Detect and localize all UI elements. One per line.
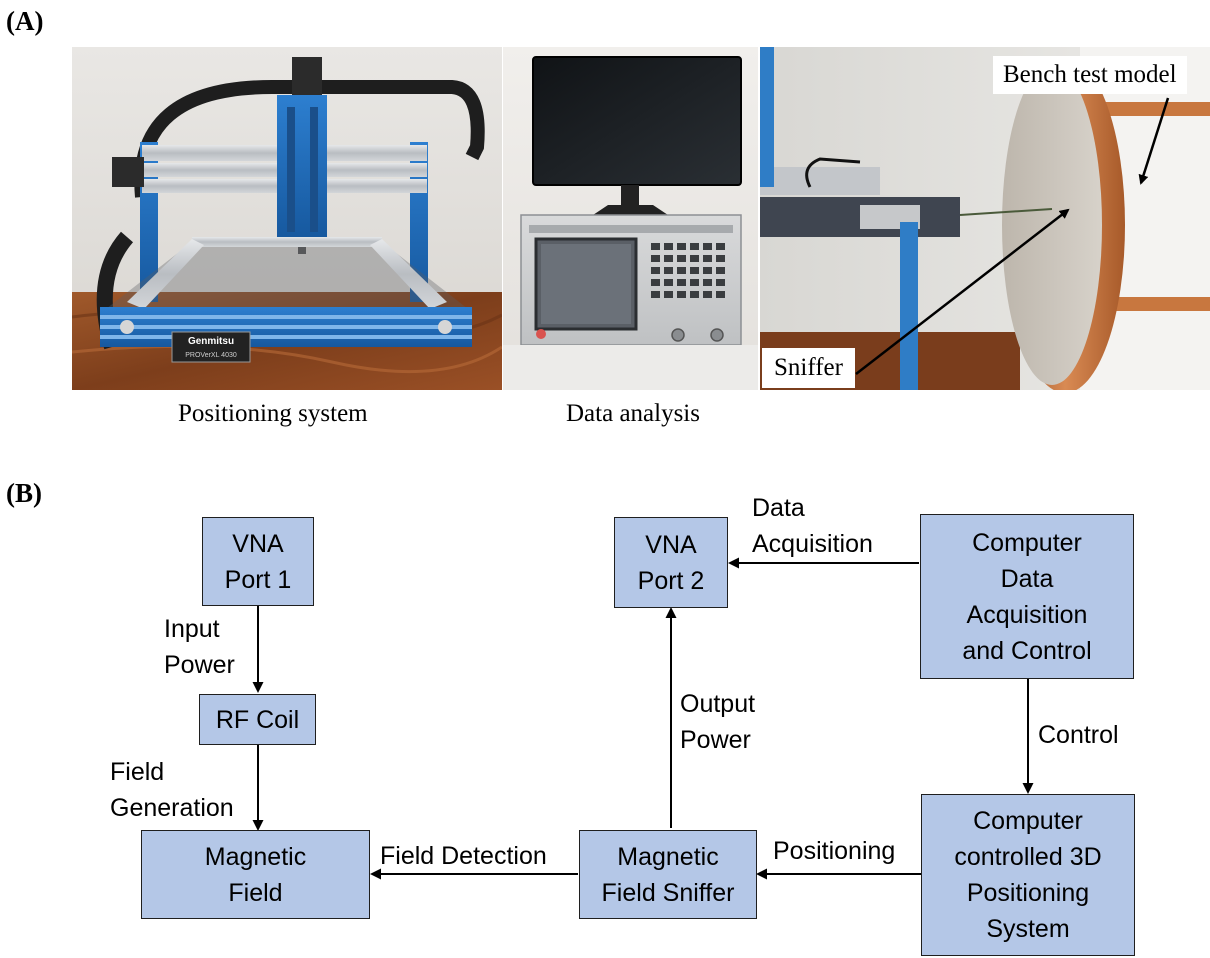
edge-label-positioning: Positioning bbox=[773, 837, 896, 865]
cnc-gantry-illustration: Genmitsu PROVerXL 4030 bbox=[72, 47, 502, 390]
panel-a-label: (A) bbox=[6, 6, 44, 36]
node-magnetic-field-sniffer: Magnetic Field Sniffer bbox=[579, 830, 757, 919]
node-computer-daq-control: Computer Data Acquisition and Control bbox=[920, 514, 1134, 679]
edge-label-field-detection: Field Detection bbox=[380, 842, 547, 870]
node-magnetic-field: Magnetic Field bbox=[141, 830, 370, 919]
node-3d-positioning-system: Computer controlled 3D Positioning Syste… bbox=[921, 794, 1135, 956]
edge-label-output-power: Output Power bbox=[680, 690, 756, 754]
bench-test-illustration bbox=[760, 47, 1210, 390]
sniffer-label: Sniffer bbox=[762, 348, 855, 388]
positioning-system-caption: Positioning system bbox=[178, 400, 368, 427]
data-analysis-photo bbox=[503, 47, 758, 390]
edge-label-field-generation: Field Generation bbox=[110, 758, 234, 822]
positioning-system-photo: Genmitsu PROVerXL 4030 bbox=[72, 47, 502, 390]
sniffer-arrow bbox=[855, 208, 1070, 375]
vna-and-monitor-illustration bbox=[503, 47, 758, 390]
data-analysis-caption: Data analysis bbox=[566, 400, 700, 427]
edge-label-input-power: Input Power bbox=[164, 615, 235, 679]
node-vna-port-1: VNA Port 1 bbox=[202, 517, 314, 606]
bench-test-model-arrow bbox=[1138, 97, 1170, 185]
edge-label-control: Control bbox=[1038, 721, 1119, 749]
brand-plate-model: PROVerXL 4030 bbox=[185, 352, 237, 359]
edge-label-data-acquisition: Data Acquisition bbox=[752, 494, 873, 558]
bench-test-model-label: Bench test model bbox=[993, 56, 1187, 94]
node-vna-port-2: VNA Port 2 bbox=[614, 517, 728, 608]
bench-test-photo bbox=[760, 47, 1210, 390]
panel-b-label: (B) bbox=[6, 478, 42, 508]
node-rf-coil: RF Coil bbox=[199, 694, 316, 745]
brand-plate-name: Genmitsu bbox=[188, 336, 234, 347]
